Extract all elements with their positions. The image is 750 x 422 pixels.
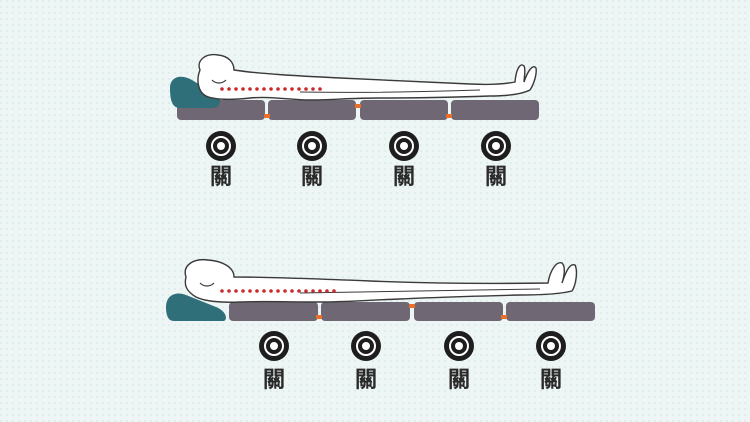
top-knob-1-label: 關 bbox=[209, 165, 232, 190]
bottom-knob-1-label: 關 bbox=[262, 368, 285, 393]
bottom-person-arm bbox=[299, 288, 541, 294]
top-mattress-segment-4 bbox=[451, 100, 539, 120]
top-mattress-segment-2 bbox=[268, 100, 356, 120]
bottom-gap-accent-3 bbox=[501, 315, 507, 319]
bottom-mattress-segment-3 bbox=[414, 302, 503, 321]
bottom-mattress-segment-4 bbox=[506, 302, 595, 321]
top-person-ear bbox=[211, 79, 227, 84]
top-pillow bbox=[170, 76, 220, 108]
top-scene-illustration bbox=[170, 53, 539, 161]
top-gap-accent-1 bbox=[264, 114, 270, 118]
top-gap-accent-3 bbox=[446, 114, 452, 118]
bottom-scene: 關 關 關 關 bbox=[0, 211, 750, 422]
bottom-spine-dots bbox=[220, 289, 336, 293]
top-mattress-segment-3 bbox=[360, 100, 448, 120]
bottom-knob-1-icon[interactable] bbox=[259, 331, 289, 361]
top-knob-2-icon[interactable] bbox=[297, 131, 327, 161]
top-knob-4-icon[interactable] bbox=[481, 131, 511, 161]
bottom-mattress-segment-2 bbox=[321, 302, 410, 321]
top-knob-3-icon[interactable] bbox=[389, 131, 419, 161]
bottom-mattress-segment-1 bbox=[229, 302, 318, 321]
bottom-knob-3-icon[interactable] bbox=[444, 331, 474, 361]
top-knob-2-label: 關 bbox=[300, 165, 323, 190]
bottom-mattress bbox=[229, 302, 595, 321]
bottom-gap-accent-2 bbox=[409, 304, 415, 308]
bottom-knob-2-icon[interactable] bbox=[351, 331, 381, 361]
bottom-pillow bbox=[166, 293, 226, 321]
bottom-knob-2-label: 關 bbox=[354, 368, 377, 393]
bottom-scene-illustration bbox=[166, 258, 595, 361]
bottom-gap-accent-1 bbox=[316, 315, 322, 319]
bottom-person-outline bbox=[184, 258, 578, 303]
bottom-knob-4-label: 關 bbox=[539, 368, 562, 393]
top-gap-accent-2 bbox=[355, 104, 361, 108]
top-knob-4-label: 關 bbox=[484, 165, 507, 190]
top-knob-1-icon[interactable] bbox=[206, 131, 236, 161]
top-person-outline bbox=[197, 53, 537, 101]
bottom-knob-4-icon[interactable] bbox=[536, 331, 566, 361]
top-spine-dots bbox=[220, 87, 322, 91]
bottom-knob-3-label: 關 bbox=[447, 368, 470, 393]
top-scene: 關 關 關 關 bbox=[170, 53, 539, 190]
bottom-person-ear bbox=[199, 282, 215, 287]
top-person-arm bbox=[299, 89, 481, 93]
top-mattress bbox=[177, 100, 539, 120]
top-knob-3-label: 關 bbox=[392, 165, 415, 190]
